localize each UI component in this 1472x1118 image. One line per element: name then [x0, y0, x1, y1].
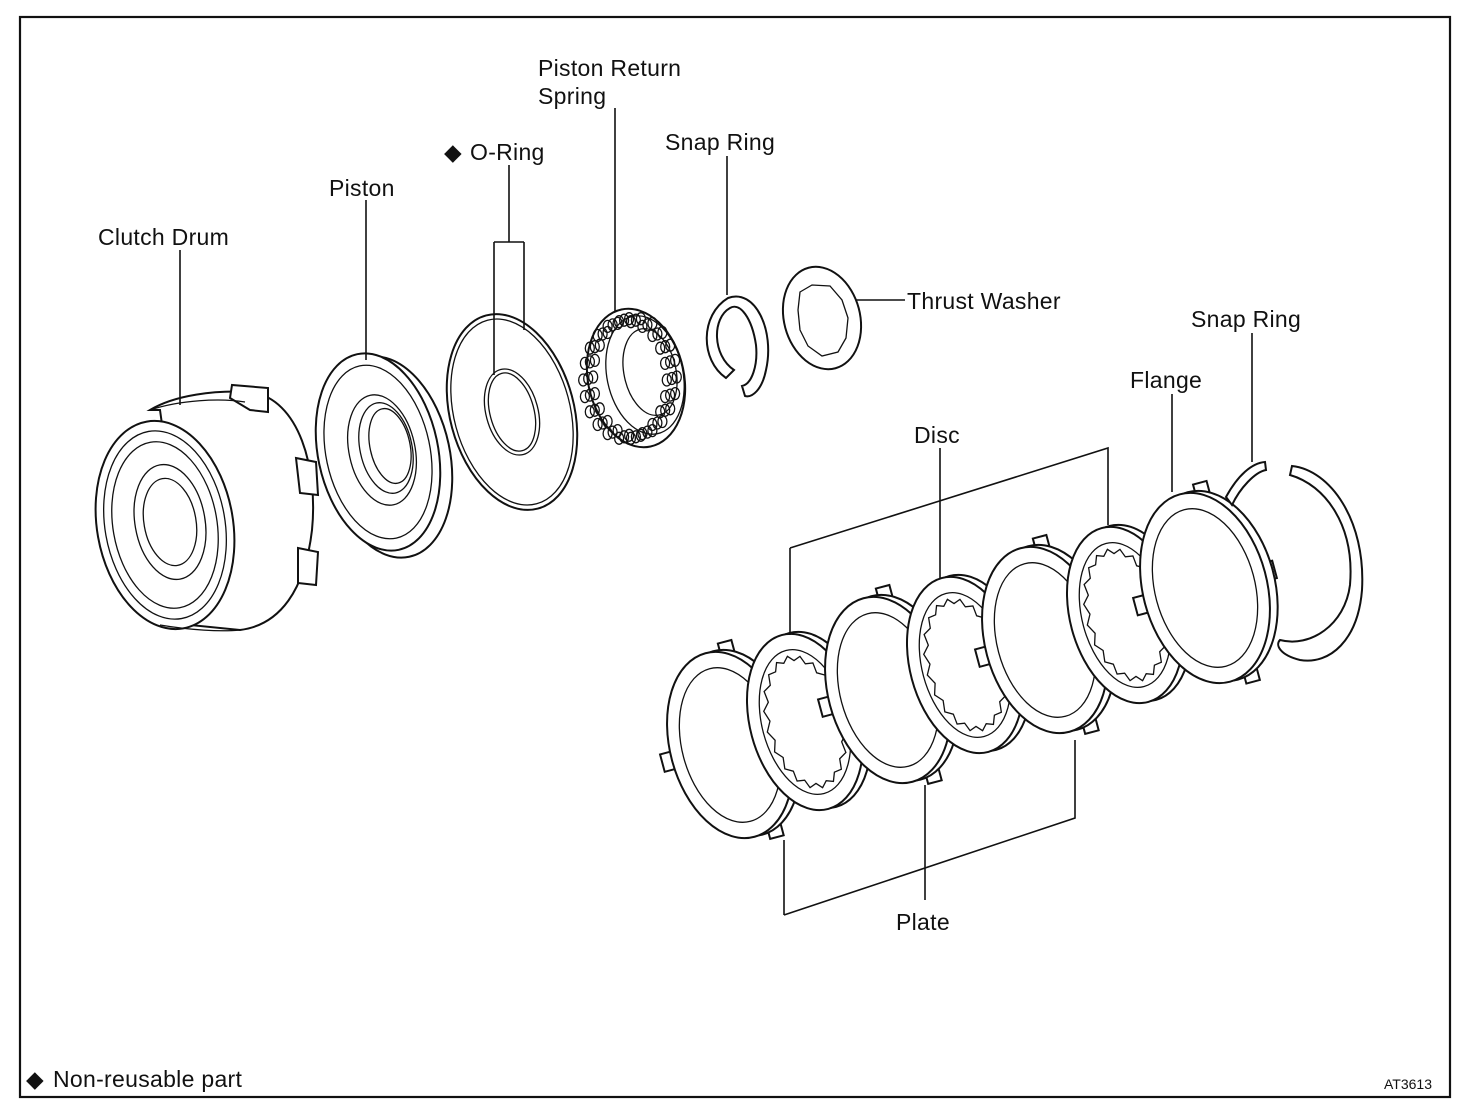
- spring-coil: [659, 389, 671, 404]
- spring-coil: [630, 313, 642, 327]
- spring-coil: [664, 388, 676, 402]
- spring-coil: [642, 425, 653, 439]
- spring-coil: [655, 341, 666, 355]
- spring-coil: [592, 417, 603, 432]
- spring-coil: [623, 428, 635, 442]
- spring-coil: [579, 389, 591, 404]
- label-disc: Disc: [914, 422, 960, 448]
- spring-coil: [647, 423, 658, 438]
- spring-coil: [669, 353, 681, 368]
- thrust-washer-part: [781, 265, 863, 371]
- spring-coil: [647, 328, 658, 343]
- piston-part: [314, 352, 454, 559]
- diagram-frame: [18, 15, 1452, 1099]
- spring-coil: [592, 328, 603, 343]
- spring-coil: [666, 371, 677, 386]
- snap-ring-right-part: [1277, 464, 1364, 662]
- spring-coil: [625, 431, 637, 445]
- spring-coil: [612, 423, 623, 438]
- spring-coil: [602, 319, 613, 334]
- label-flange: Flange: [1130, 367, 1202, 393]
- clutch-pack: [658, 460, 1364, 841]
- o-ring-part: [445, 313, 579, 511]
- flange-ring: [1131, 479, 1279, 685]
- label-clutch-drum: Clutch Drum: [98, 224, 229, 250]
- label-piston-return-spring-line2: Spring: [538, 83, 606, 109]
- spring-coil: [635, 312, 647, 326]
- spring-coil: [637, 426, 648, 441]
- legend-symbol: ◆: [26, 1066, 44, 1092]
- spring-coil: [657, 414, 668, 429]
- spring-coil: [637, 319, 648, 334]
- spring-coil: [657, 325, 668, 340]
- spring-coil: [607, 425, 618, 439]
- spring-coil: [589, 353, 601, 368]
- label-snap-ring-upper: Snap Ring: [665, 129, 775, 155]
- clutch-drum-part: [94, 383, 320, 632]
- spring-coil: [584, 405, 595, 419]
- label-thrust-washer: Thrust Washer: [907, 288, 1061, 314]
- figure-code: AT3613: [1384, 1076, 1432, 1092]
- spring-coil: [584, 388, 596, 402]
- label-snap-ring-right: Snap Ring: [1191, 306, 1301, 332]
- spring-coil: [642, 318, 653, 332]
- spring-coil: [664, 355, 676, 369]
- spring-coil: [579, 356, 591, 371]
- o-ring-non-reusable-mark: ◆: [444, 139, 462, 165]
- piston-return-spring-part: [578, 307, 687, 449]
- leader-lines: [179, 108, 1253, 916]
- spring-coil: [584, 355, 596, 369]
- spring-coil: [660, 340, 671, 354]
- spring-coil: [607, 318, 618, 332]
- spring-coil: [612, 316, 623, 331]
- spring-coil: [602, 414, 613, 429]
- spring-coil: [618, 430, 630, 444]
- spring-coil: [597, 416, 608, 430]
- spring-coil: [665, 338, 676, 352]
- spring-coil: [669, 386, 681, 401]
- spring-coil: [665, 402, 676, 416]
- spring-coil: [623, 312, 635, 326]
- spring-coil: [589, 386, 601, 401]
- spring-coil: [661, 373, 672, 387]
- label-o-ring: O-Ring: [470, 139, 545, 165]
- spring-coil: [652, 327, 663, 341]
- spring-coil: [630, 430, 642, 444]
- snap-ring-right-end: [1224, 460, 1268, 507]
- spring-coil: [625, 315, 637, 329]
- spring-coil: [583, 371, 594, 386]
- label-plate: Plate: [896, 909, 950, 935]
- spring-coil: [594, 402, 605, 416]
- spring-coil: [635, 428, 647, 442]
- spring-coil: [589, 403, 600, 417]
- spring-coil: [613, 315, 625, 329]
- spring-coil: [578, 373, 589, 387]
- spring-coil: [618, 313, 630, 327]
- spring-coil: [584, 341, 595, 355]
- snap-ring-upper-part: [705, 295, 770, 398]
- spring-coil: [588, 370, 599, 384]
- label-piston: Piston: [329, 175, 395, 201]
- label-piston-return-spring-line1: Piston Return: [538, 55, 681, 81]
- legend-text: Non-reusable part: [53, 1066, 243, 1092]
- spring-coil: [659, 356, 671, 371]
- spring-coil: [671, 370, 682, 384]
- spring-coil: [613, 431, 625, 445]
